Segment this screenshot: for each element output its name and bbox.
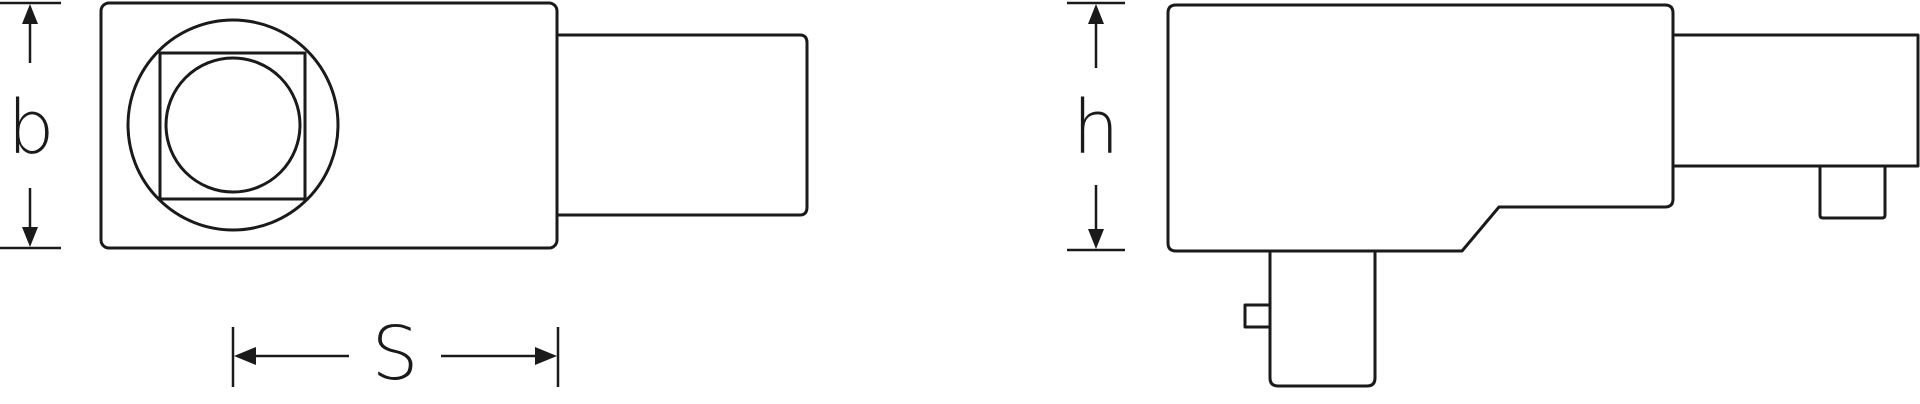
arrow-up-icon: [1088, 4, 1104, 24]
insert-body: [99, 1, 559, 250]
dimension-b: b: [0, 1, 61, 250]
square-drive-shank: [555, 33, 809, 217]
bottom-drive-square: [1268, 249, 1377, 388]
side-view: h: [1067, 1, 1920, 388]
dimension-s: S: [231, 311, 560, 397]
dimension-label-b: b: [8, 85, 55, 171]
arrow-left-icon: [234, 347, 256, 365]
locking-pin: [1243, 303, 1272, 329]
arrow-up-icon: [22, 4, 38, 24]
insert-body-side: [1166, 3, 1675, 253]
inner-circle: [164, 56, 302, 194]
arrow-down-icon: [1088, 229, 1104, 249]
dimension-label-h: h: [1073, 85, 1120, 171]
front-view: b S: [0, 1, 809, 397]
arrow-right-icon: [535, 347, 557, 365]
square-drive-side: [1671, 33, 1920, 168]
square-socket: [158, 51, 307, 201]
retaining-ball-bump: [1818, 164, 1887, 220]
outer-circle: [126, 18, 340, 232]
arrow-down-icon: [22, 227, 38, 247]
dimension-label-s: S: [372, 311, 419, 397]
dimension-h: h: [1067, 1, 1125, 252]
